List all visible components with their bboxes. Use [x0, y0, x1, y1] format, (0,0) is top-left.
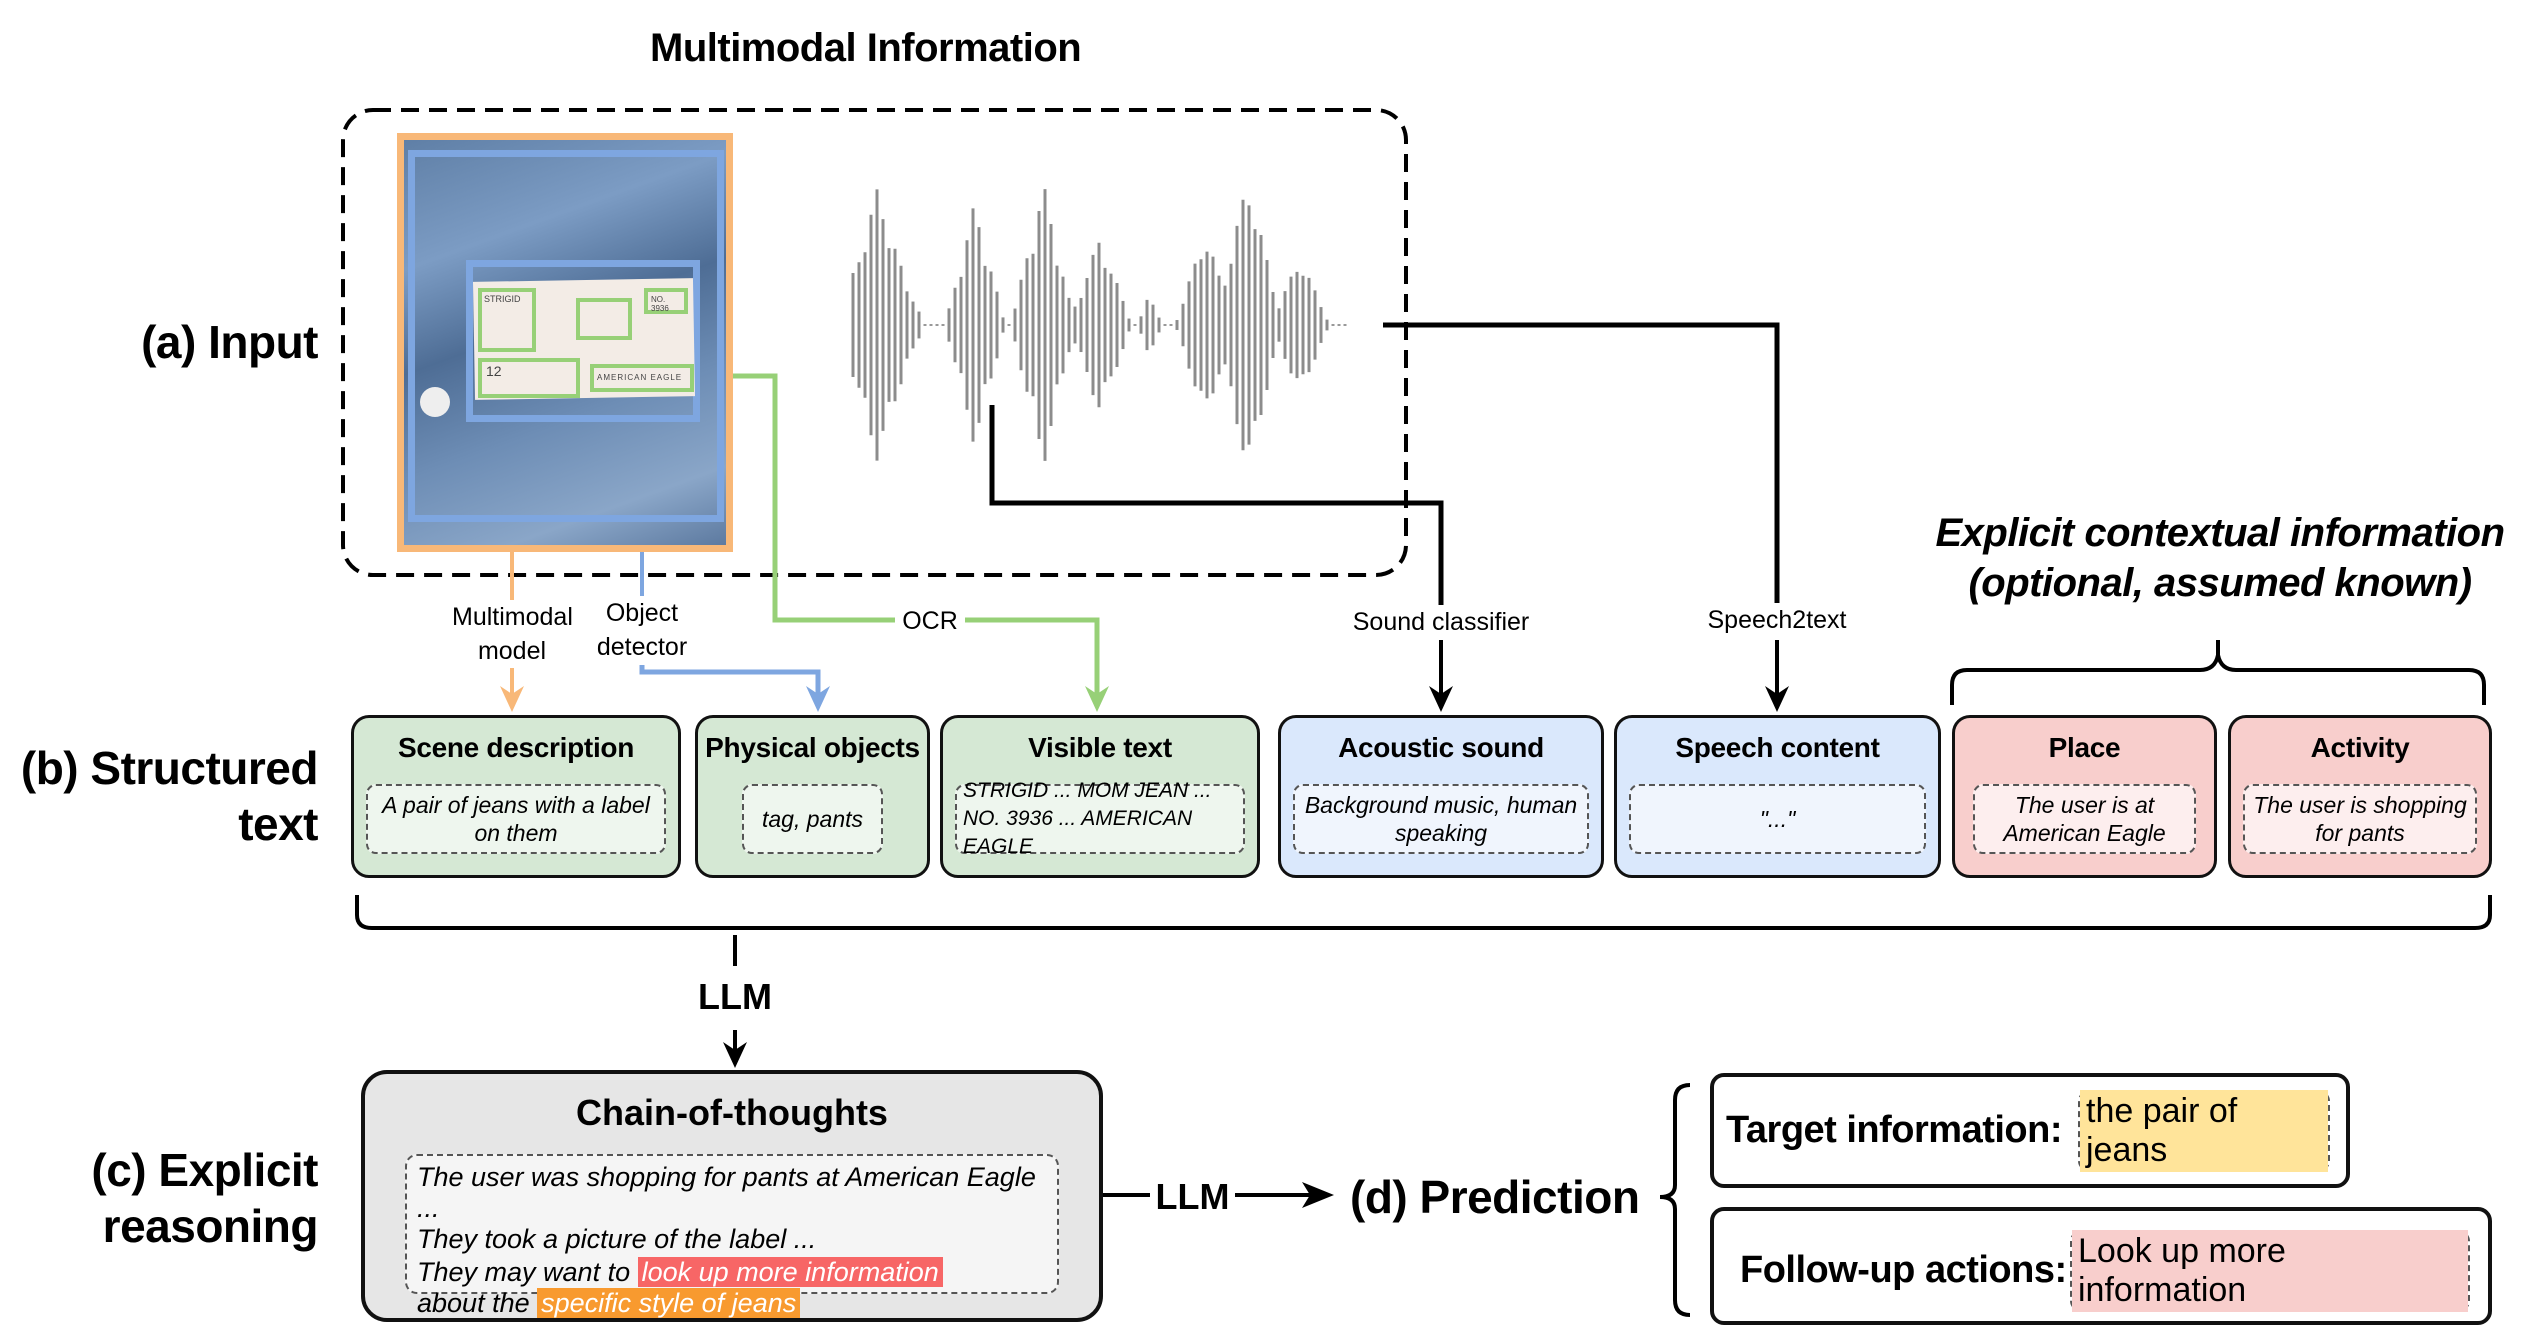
card-body-text: Background music, human speaking [1304, 792, 1578, 846]
bbox-tag [466, 260, 700, 422]
cot-line: The user was shopping for pants at Ameri… [417, 1162, 1036, 1223]
edge-label-line: Object [605, 599, 679, 627]
ocr-text: AMERICAN EAGLE [597, 373, 683, 382]
card-title: Visible text [1028, 732, 1172, 763]
card-title: Place [2048, 732, 2121, 763]
card-body: A pair of jeans with a label on them [366, 784, 666, 854]
card-body-text: tag, pants [761, 806, 864, 832]
card-body: The user is at American Eagle [1973, 784, 2196, 854]
edge-llm-down [723, 935, 747, 1068]
llm-label-down: LLM [698, 976, 772, 1017]
button-rivet [420, 387, 450, 417]
input-photo: STRIGID NO. 3936 12 AMERICAN EAGLE [397, 133, 733, 552]
follow-up-actions-value-box: Look up more information [2070, 1230, 2470, 1312]
card-title: Activity [2310, 732, 2410, 763]
target-information-box: Target information: the pair of jeans [1710, 1073, 2350, 1188]
card-body-text: The user is at American Eagle [2003, 792, 2166, 846]
card-body-text: NO. 3936 ... AMERICAN EAGLE [963, 807, 1193, 858]
card-visible-text: Visible text STRIGID ... MOM JEAN ... NO… [940, 715, 1260, 878]
edge-multimodal-model [500, 552, 524, 712]
chain-of-thoughts-body: The user was shopping for pants at Ameri… [405, 1154, 1059, 1318]
card-body: tag, pants [742, 784, 883, 854]
structured-brace [355, 895, 2492, 930]
section-label-input: (a) Input [141, 316, 318, 368]
card-physical-objects: Physical objects tag, pants [695, 715, 930, 878]
explicit-context-line1: Explicit contextual information [1935, 511, 2505, 555]
diagram-title: Multimodal Information [650, 26, 1082, 70]
cot-text: about the [417, 1288, 538, 1318]
card-title: Physical objects [705, 732, 920, 763]
ocr-text: STRIGID [484, 294, 521, 304]
section-label-reasoning-line1: (c) Explicit [91, 1144, 318, 1196]
card-scene-description: Scene description A pair of jeans with a… [351, 715, 681, 878]
cot-text: They may want to [417, 1257, 638, 1287]
ocr-text: NO. 3936 [651, 295, 669, 313]
target-information-value-box: the pair of jeans [2078, 1090, 2330, 1172]
cot-line: about the specific style of jeans [417, 1288, 1047, 1319]
card-body-text: STRIGID ... MOM JEAN ... [963, 779, 1212, 802]
jeans-image: STRIGID NO. 3936 12 AMERICAN EAGLE [404, 140, 726, 545]
card-body-text: "..." [1759, 806, 1796, 832]
card-speech-content: Speech content "..." [1614, 715, 1941, 878]
audio-waveform [851, 189, 1347, 461]
edge-ocr [705, 373, 1109, 712]
edge-label-ocr: OCR [895, 604, 965, 638]
bbox-pants [408, 150, 724, 522]
ocr-box-american-eagle: AMERICAN EAGLE [590, 364, 694, 392]
card-activity: Activity The user is shopping for pants [2228, 715, 2492, 878]
prediction-brace [1659, 1083, 1691, 1317]
edge-label-line: model [477, 637, 547, 665]
section-label-prediction: (d) Prediction [1350, 1171, 1640, 1223]
section-label-reasoning: (c) Explicit reasoning [91, 1142, 318, 1254]
card-body: STRIGID ... MOM JEAN ... NO. 3936 ... AM… [955, 779, 1245, 858]
edge-label-line: Multimodal [452, 603, 573, 631]
card-body-text: The user is shopping for pants [2253, 792, 2467, 846]
card-body: Background music, human speaking [1293, 784, 1589, 854]
follow-up-actions-box: Follow-up actions: Look up more informat… [1710, 1207, 2492, 1325]
ocr-box-strigid: STRIGID [478, 288, 536, 352]
ocr-box-size: 12 [478, 358, 580, 398]
llm-label-right: LLM [1155, 1176, 1230, 1217]
section-label-reasoning-line2: reasoning [102, 1200, 319, 1252]
chain-of-thoughts-title: Chain-of-thoughts [576, 1092, 888, 1133]
ocr-box-number: NO. 3936 [644, 288, 688, 314]
cot-line: They took a picture of the label ... [417, 1224, 817, 1254]
edge-llm-right [1103, 1182, 1334, 1208]
card-body: The user is shopping for pants [2243, 784, 2477, 854]
ocr-box-mom-jean [576, 298, 632, 340]
follow-up-actions-value: Look up more information [2072, 1230, 2468, 1312]
section-label-structured-line1: (b) Structured [20, 742, 319, 794]
edge-sound-classifier [989, 405, 1453, 712]
card-title: Scene description [397, 732, 635, 763]
edge-label-sound-classifier: Sound classifier [1341, 605, 1541, 639]
card-title: Speech content [1675, 732, 1880, 763]
cot-highlight-action: look up more information [637, 1257, 943, 1287]
section-label-structured-line2: text [238, 798, 318, 850]
target-information-label: Target information: [1726, 1109, 2063, 1151]
edge-label-speech2text: Speech2text [1697, 603, 1857, 637]
card-body: "..." [1629, 784, 1926, 854]
chain-of-thoughts-box: Chain-of-thoughts The user was shopping … [361, 1070, 1103, 1322]
ocr-text: 12 [486, 363, 502, 379]
edge-speech2text [1383, 322, 1789, 712]
cot-line: They may want to look up more informatio… [417, 1257, 1047, 1288]
card-title: Acoustic sound [1338, 732, 1544, 763]
explicit-context-line2: (optional, assumed known) [1968, 561, 2472, 605]
edge-label-line: detector [596, 633, 688, 661]
follow-up-actions-label: Follow-up actions: [1740, 1249, 2067, 1291]
context-brace [1950, 640, 2486, 705]
input-frame [341, 108, 1408, 577]
edge-label-multimodal-model: Multimodal model [452, 600, 573, 668]
explicit-context-heading: Explicit contextual information (optiona… [1900, 508, 2540, 608]
section-label-structured: (b) Structured text [20, 740, 319, 852]
target-information-value: the pair of jeans [2080, 1090, 2328, 1172]
card-acoustic-sound: Acoustic sound Background music, human s… [1278, 715, 1604, 878]
card-body-text: A pair of jeans with a label on them [382, 792, 650, 846]
cot-highlight-target: specific style of jeans [537, 1288, 801, 1318]
card-place: Place The user is at American Eagle [1952, 715, 2217, 878]
edge-label-object-detector: Object detector [587, 596, 697, 664]
